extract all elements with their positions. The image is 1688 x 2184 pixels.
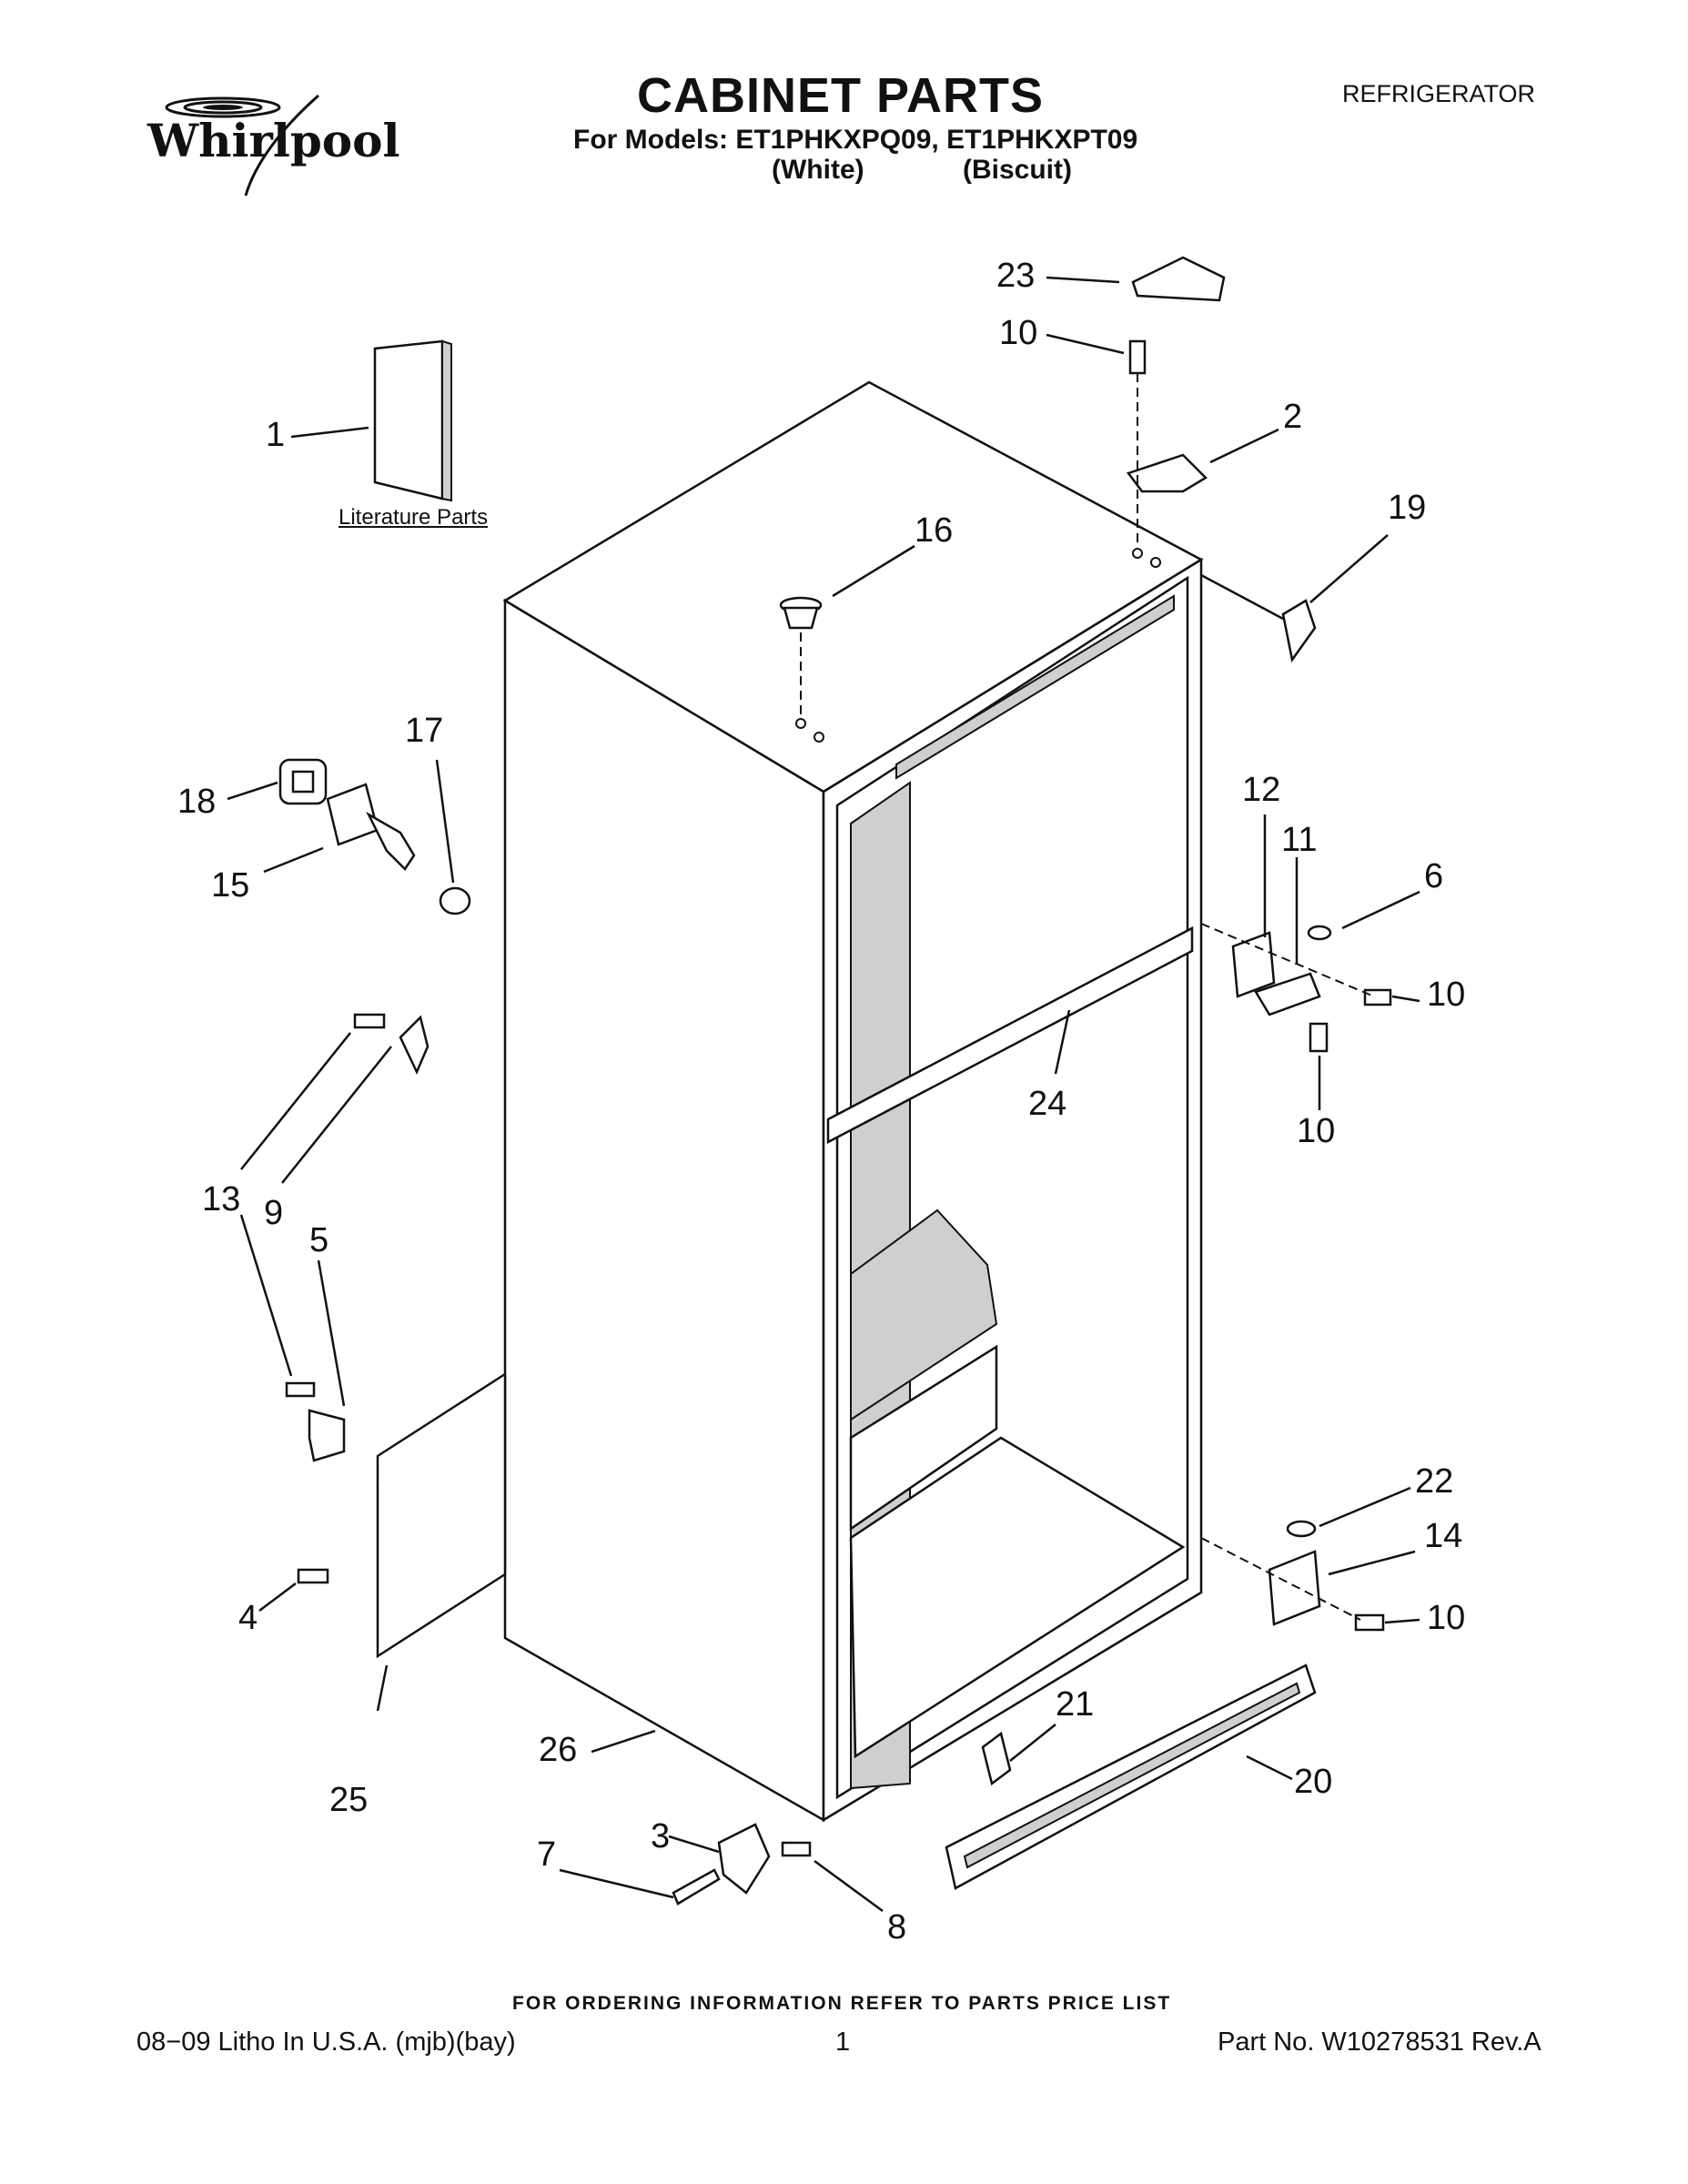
roller-axle <box>672 1868 721 1906</box>
callout-26: 26 <box>539 1731 577 1769</box>
callout-14: 14 <box>1424 1517 1462 1555</box>
model-numbers: For Models: ET1PHKXPQ09, ET1PHKXPT09 <box>573 125 1138 155</box>
whirlpool-logo: Whirlpool <box>147 94 400 197</box>
callout-18: 18 <box>177 783 216 821</box>
grille-clip <box>981 1731 1012 1786</box>
screw-4 <box>297 1568 329 1584</box>
screw-10b <box>1309 1022 1329 1053</box>
callout-25: 25 <box>329 1781 368 1819</box>
center-hinge <box>1231 931 1276 998</box>
callout-5: 5 <box>309 1221 329 1259</box>
cabinet-plug <box>779 596 823 719</box>
screw-8 <box>781 1841 812 1857</box>
callout-23: 23 <box>996 257 1035 295</box>
bottom-hinge <box>1268 1550 1321 1626</box>
callout-22: 22 <box>1415 1462 1453 1501</box>
callout-10-right: 10 <box>1427 976 1465 1014</box>
literature-parts-label: Literature Parts <box>339 505 489 530</box>
top-hinge <box>1126 453 1208 493</box>
callout-11: 11 <box>1281 821 1317 859</box>
page-number: 1 <box>835 2027 851 2057</box>
screw-10a <box>1363 988 1392 1006</box>
ring <box>439 886 471 915</box>
callout-13-a: 13 <box>202 1180 240 1218</box>
callout-19: 19 <box>1388 489 1426 527</box>
callout-21: 21 <box>1056 1685 1094 1724</box>
color-biscuit: (Biscuit) <box>963 155 1072 185</box>
callout-6: 6 <box>1424 857 1443 895</box>
refrigerator-cabinet <box>502 380 1204 1823</box>
appliance-type: REFRIGERATOR <box>1342 80 1536 107</box>
side-panel <box>376 1371 507 1659</box>
callout-15: 15 <box>211 866 249 905</box>
litho-info: 08−09 Litho In U.S.A. (mjb)(bay) <box>136 2027 516 2057</box>
screw-10c <box>1354 1613 1385 1632</box>
color-white: (White) <box>772 155 864 185</box>
callout-10-bottom: 10 <box>1427 1599 1465 1637</box>
callout-4: 4 <box>238 1599 258 1637</box>
callout-2: 2 <box>1283 398 1302 436</box>
hinge-cover <box>1131 256 1226 302</box>
callout-9: 9 <box>264 1194 283 1232</box>
ordering-note: FOR ORDERING INFORMATION REFER TO PARTS … <box>512 1993 1172 2014</box>
callout-1: 1 <box>266 416 285 454</box>
callout-8: 8 <box>887 1908 906 1946</box>
callout-20: 20 <box>1294 1763 1332 1801</box>
page-title: CABINET PARTS <box>637 68 1045 123</box>
screw-lower <box>285 1381 316 1398</box>
callout-10-lower: 10 <box>1297 1112 1335 1150</box>
callout-7: 7 <box>537 1835 556 1874</box>
callout-24: 24 <box>1028 1085 1066 1123</box>
clamp <box>308 1409 346 1462</box>
door-stop <box>399 1015 430 1076</box>
washer-6 <box>1307 925 1332 941</box>
callout-3: 3 <box>651 1817 670 1855</box>
callout-10-top: 10 <box>999 314 1037 352</box>
callout-16: 16 <box>915 511 953 550</box>
brand-name: Whirlpool <box>147 114 400 167</box>
washer-22 <box>1286 1520 1317 1538</box>
callout-17: 17 <box>405 712 443 750</box>
part-number: Part No. W10278531 Rev.A <box>1218 2027 1541 2057</box>
screw-13 <box>353 1013 386 1029</box>
hinge-screw-top <box>1128 339 1147 375</box>
roller-bracket <box>717 1823 771 1895</box>
hinge-shield <box>1281 599 1317 663</box>
callout-12: 12 <box>1242 771 1280 809</box>
literature-booklet <box>373 339 452 502</box>
